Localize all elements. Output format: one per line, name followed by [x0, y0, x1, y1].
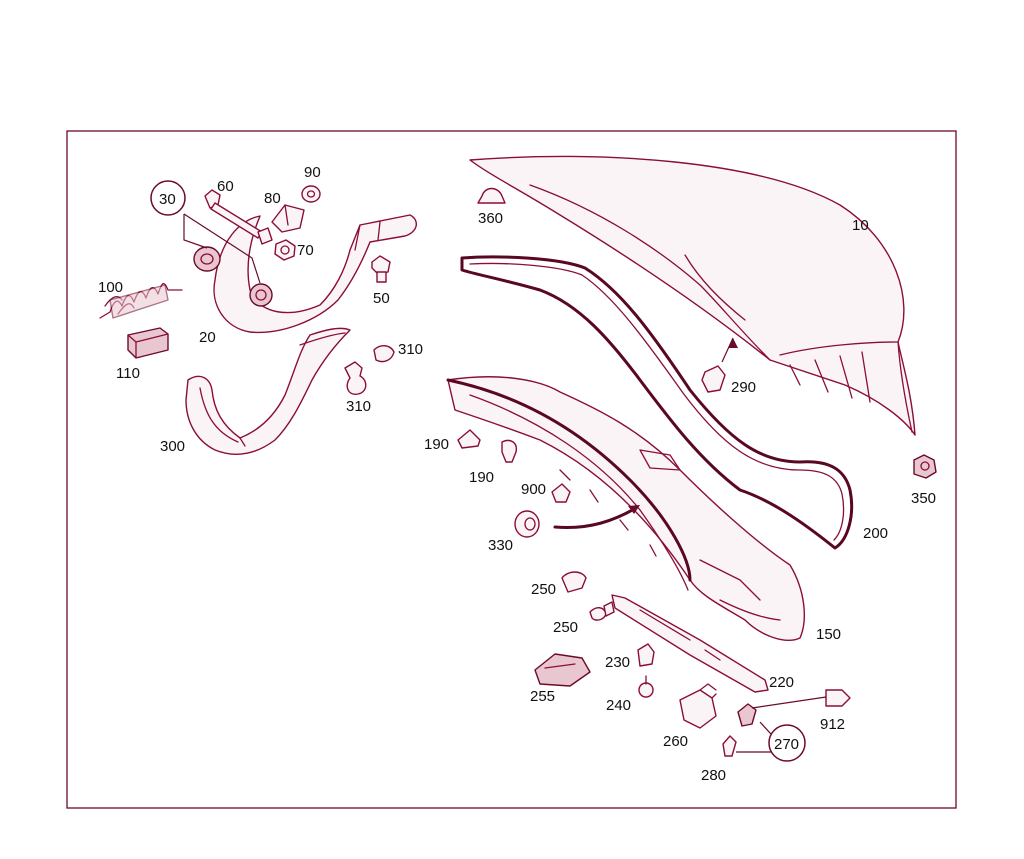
label-230: 230 — [605, 654, 630, 671]
pad-912 — [825, 689, 851, 707]
label-20: 20 — [199, 329, 216, 346]
clip-230 — [637, 643, 655, 667]
label-50: 50 — [373, 290, 390, 307]
clip-a — [344, 361, 367, 395]
label-100: 100 — [98, 279, 123, 296]
label-250b: 250 — [553, 619, 578, 636]
hinge-cover — [185, 327, 351, 455]
label-150: 150 — [816, 626, 841, 643]
label-240: 240 — [606, 697, 631, 714]
label-110: 110 — [116, 365, 140, 382]
grommet-350 — [913, 454, 937, 479]
trunk-lid-panel — [469, 155, 916, 436]
lamp-255 — [534, 653, 591, 687]
bushing — [193, 246, 221, 272]
handle-strip-220 — [611, 594, 769, 693]
clip-360 — [477, 187, 506, 204]
label-300: 300 — [160, 438, 185, 455]
label-260: 260 — [663, 733, 688, 750]
label-60: 60 — [217, 178, 234, 195]
clip-250b — [589, 601, 615, 621]
label-310b: 310 — [346, 398, 371, 415]
trunk-lid-lining — [446, 376, 805, 641]
clip-250a — [561, 571, 587, 593]
clip-b — [373, 345, 395, 363]
connector-270 — [737, 703, 757, 727]
rubber-block — [127, 327, 169, 359]
washer — [301, 185, 321, 203]
label-912: 912 — [820, 716, 845, 733]
label-30: 30 — [159, 191, 176, 208]
bolt — [204, 189, 263, 239]
clip-190b — [501, 439, 517, 463]
pivot-pin — [257, 227, 273, 245]
label-90: 90 — [304, 164, 321, 181]
hinge-arm — [213, 214, 417, 334]
label-270: 270 — [774, 736, 799, 753]
clip-190a — [457, 429, 481, 449]
label-360: 360 — [478, 210, 503, 227]
screw-240 — [638, 675, 654, 698]
leader-lines — [183, 213, 827, 753]
callout-circle-30 — [150, 180, 186, 216]
label-330: 330 — [488, 537, 513, 554]
label-255: 255 — [530, 688, 555, 705]
spring — [99, 283, 183, 319]
grommet-330 — [514, 505, 640, 538]
pad-900 — [551, 483, 571, 503]
label-280: 280 — [701, 767, 726, 784]
diagram-frame — [66, 130, 957, 809]
label-310a: 310 — [398, 341, 423, 358]
switch-260 — [679, 683, 717, 729]
bumper-290 — [701, 337, 738, 393]
label-70: 70 — [297, 242, 314, 259]
label-250a: 250 — [531, 581, 556, 598]
bolt-small — [371, 255, 391, 283]
label-190b: 190 — [469, 469, 494, 486]
label-900: 900 — [521, 481, 546, 498]
label-350: 350 — [911, 490, 936, 507]
bulb-280 — [722, 735, 737, 757]
callout-circle-270 — [768, 724, 806, 762]
bracket — [271, 204, 305, 233]
label-290: 290 — [731, 379, 756, 396]
label-200: 200 — [863, 525, 888, 542]
trunk-seal — [460, 255, 854, 550]
label-190a: 190 — [424, 436, 449, 453]
nut — [274, 239, 296, 261]
label-80: 80 — [264, 190, 281, 207]
label-10: 10 — [852, 217, 869, 234]
label-220: 220 — [769, 674, 794, 691]
